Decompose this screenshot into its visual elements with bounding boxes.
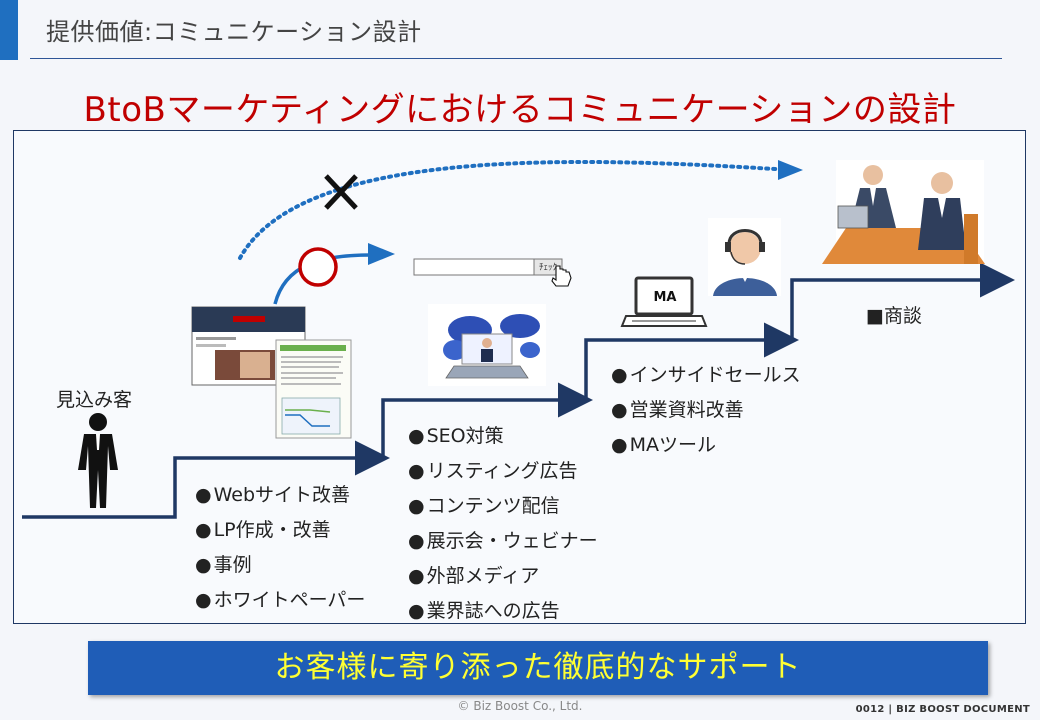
- list-item: LP作成・改善: [195, 513, 365, 548]
- search-button-label: ﾁｪｯｸ: [539, 263, 558, 273]
- business-meeting-icon: [822, 160, 985, 264]
- businessman-icon: [78, 413, 118, 508]
- list-item: ホワイトペーパー: [195, 583, 366, 618]
- search-bar-icon: [413, 258, 563, 276]
- list-item: リスティング広告: [408, 454, 598, 489]
- laptop-screen-label: MA: [653, 290, 677, 305]
- ma-laptop-icon: [620, 276, 708, 327]
- list-item: Webサイト改善: [195, 478, 365, 513]
- document-thumbnail-icon: [275, 339, 352, 439]
- prospect-label: 見込み客: [56, 389, 133, 411]
- cursor-hand-icon: [551, 265, 572, 287]
- final-stage-label: ■商談: [866, 305, 922, 327]
- tagline-banner: お客様に寄り添った徹底的なサポート: [88, 641, 988, 695]
- step3-list: インサイドセールス 営業資料改善 MAツール: [611, 358, 801, 463]
- list-item: SEO対策: [408, 419, 598, 454]
- direct-approach-arrow: [238, 160, 803, 260]
- list-item: 展示会・ウェビナー: [408, 524, 598, 559]
- copyright-text: © Biz Boost Co., Ltd.: [457, 699, 583, 713]
- list-item: 外部メディア: [408, 559, 598, 594]
- cross-icon: [324, 174, 358, 210]
- website-thumbnail-icon: [191, 306, 306, 386]
- world-map-laptop-icon: [428, 304, 546, 386]
- step1-list: Webサイト改善 LP作成・改善 事例 ホワイトペーパー: [195, 478, 366, 618]
- circle-mark-icon: [298, 247, 338, 287]
- step2-list: SEO対策 リスティング広告 コンテンツ配信 展示会・ウェビナー 外部メディア …: [408, 419, 598, 629]
- header-divider: [30, 58, 1002, 59]
- list-item: 営業資料改善: [611, 393, 801, 428]
- page-title: 提供価値:コミュニケーション設計: [46, 18, 422, 46]
- headset-operator-icon: [708, 218, 781, 296]
- header-accent-bar: [0, 0, 18, 60]
- list-item: 事例: [195, 548, 365, 583]
- document-number: 0012 | BIZ BOOST DOCUMENT: [855, 704, 1030, 715]
- list-item: 業界誌への広告: [408, 594, 598, 629]
- staircase-path: [22, 262, 1015, 519]
- list-item: コンテンツ配信: [408, 489, 598, 524]
- list-item: MAツール: [611, 428, 801, 463]
- slide-heading: BtoBマーケティングにおけるコミュニケーションの設計: [83, 90, 957, 130]
- list-item: インサイドセールス: [611, 358, 801, 393]
